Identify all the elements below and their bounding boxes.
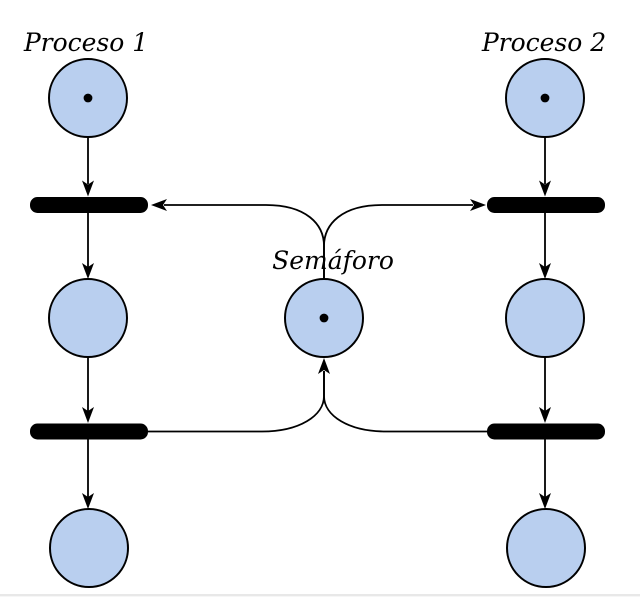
arcs — [87, 137, 546, 497]
arrowhead-down-icon — [82, 493, 94, 509]
transitions — [30, 197, 605, 440]
arrowhead-right-icon — [470, 199, 486, 211]
arrowhead-down-icon — [82, 180, 94, 197]
arrowheads — [82, 180, 551, 509]
token-process2-top — [540, 93, 550, 103]
token-semaphore — [319, 313, 329, 323]
label-process1: Proceso 1 — [23, 28, 148, 57]
arrowhead-down-icon — [539, 493, 551, 509]
place-process2-middle — [505, 278, 585, 358]
label-process2: Proceso 2 — [481, 28, 606, 57]
places — [48, 58, 586, 588]
place-process1-middle — [48, 278, 128, 358]
transition-process2-upper — [487, 197, 605, 213]
arc-t2lower-to-semaphore — [323, 371, 487, 433]
arrowhead-down-icon — [539, 180, 551, 197]
token-process1-top — [83, 93, 93, 103]
tokens — [83, 93, 550, 323]
bottom-edge-rule — [0, 594, 640, 597]
arrowhead-down-icon — [82, 407, 94, 423]
arrowhead-up-icon — [318, 358, 330, 374]
labels: Proceso 1 Proceso 2 Semáforo — [23, 28, 606, 275]
transition-process1-lower — [30, 423, 148, 440]
arrowhead-left-icon — [151, 199, 167, 211]
label-semaphore: Semáforo — [272, 246, 394, 275]
arrowhead-down-icon — [539, 263, 551, 279]
transition-process2-lower — [487, 423, 605, 440]
arrowhead-down-icon — [82, 263, 94, 279]
place-process1-bottom — [49, 508, 129, 588]
arc-t1lower-to-semaphore — [148, 371, 325, 433]
arrowhead-down-icon — [539, 407, 551, 423]
place-process2-bottom — [506, 508, 586, 588]
arc-semaphore-to-t2upper — [323, 204, 473, 279]
transition-process1-upper — [30, 197, 148, 213]
